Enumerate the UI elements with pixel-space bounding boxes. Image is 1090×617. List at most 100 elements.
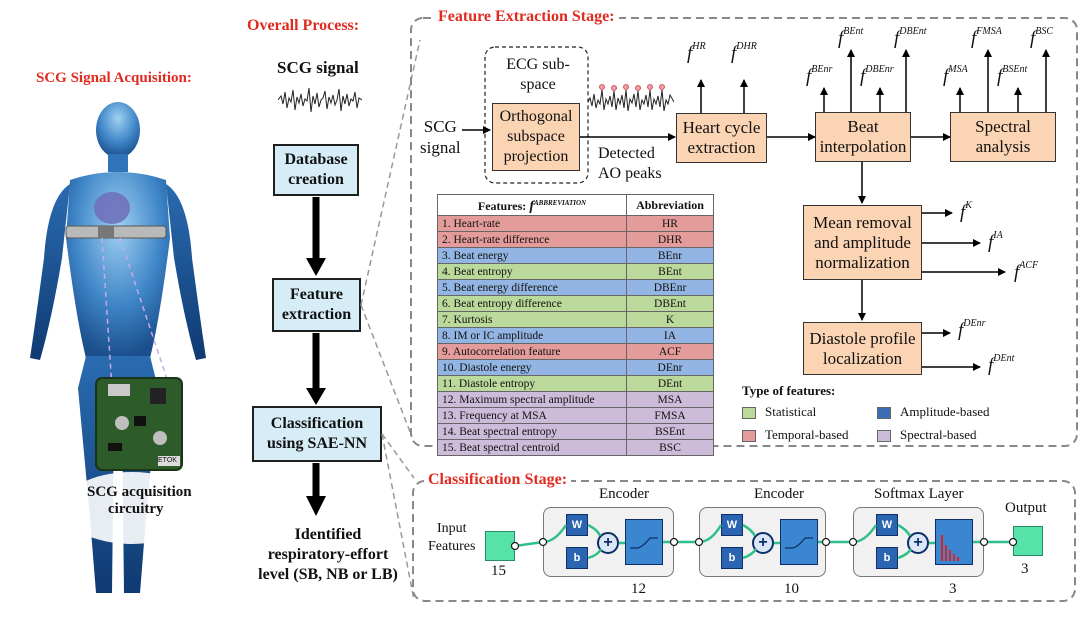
feature-extraction-line2: extraction — [281, 306, 352, 323]
table-cell-feature: 11. Diastole entropy — [437, 375, 627, 392]
table-cell-feature: 2. Heart-rate difference — [437, 231, 627, 248]
table-cell-feature: 10. Diastole energy — [437, 359, 627, 376]
softmax-weights: W — [876, 514, 898, 536]
encoder2-label: Encoder — [754, 486, 804, 502]
ao-peaks-waveform — [588, 84, 674, 112]
beat-interp-line2: interpolation — [819, 137, 907, 156]
feature-label-bsent: fBSEnt — [997, 63, 1028, 87]
table-cell-abbr: K — [626, 311, 714, 328]
process-signal-label: SCG signal — [277, 58, 359, 77]
feature-extraction-line1: Feature — [289, 286, 343, 303]
feature-label-dent: fDEnt — [988, 352, 1015, 376]
legend-swatch-spectral — [877, 430, 891, 442]
legend-label-amplitude: Amplitude-based — [900, 404, 990, 419]
classification-box: Classification using SAE-NN — [252, 406, 382, 462]
result-line1: Identified — [294, 526, 362, 543]
feature-label-denr: fDEnr — [958, 317, 986, 341]
heart-cycle-box: Heart cycle extraction — [676, 113, 767, 163]
osp-line3: projection — [503, 148, 569, 165]
ecg-subspace-line2: space — [520, 76, 556, 93]
table-cell-feature: 8. IM or IC amplitude — [437, 327, 627, 344]
acquisition-title: SCG Signal Acquisition: — [36, 70, 192, 86]
output-label: Output — [1005, 500, 1047, 516]
table-cell-abbr: DBEnr — [626, 279, 714, 296]
input-features-label: Input Features — [428, 520, 475, 556]
table-cell-abbr: BSEnt — [626, 423, 714, 440]
table-header-row: Features: fABBREVIATION Abbreviation — [437, 194, 714, 216]
table-cell-feature: 4. Beat entropy — [437, 263, 627, 280]
softmax-label: Softmax Layer — [874, 486, 964, 502]
encoder1-label: Encoder — [599, 486, 649, 502]
beat-interpolation-box: Beat interpolation — [815, 112, 911, 162]
circuit-label-line2: circuitry — [108, 501, 164, 517]
table-cell-feature: 5. Beat energy difference — [437, 279, 627, 296]
softmax-transfer — [935, 519, 973, 565]
table-cell-feature: 12. Maximum spectral amplitude — [437, 391, 627, 408]
spectral-analysis-box: Spectral analysis — [950, 112, 1056, 162]
diastole-line1: Diastole profile — [809, 328, 916, 348]
table-cell-feature: 9. Autocorrelation feature — [437, 343, 627, 360]
table-cell-feature: 13. Frequency at MSA — [437, 407, 627, 424]
table-cell-abbr: FMSA — [626, 407, 714, 424]
process-signal-waveform — [278, 87, 362, 113]
process-title: Overall Process: — [247, 17, 360, 34]
table-cell-abbr: BSC — [626, 439, 714, 456]
classification-line2: using SAE-NN — [266, 435, 368, 452]
classification-stage-title: Classification Stage: — [424, 471, 572, 489]
scg-input-line2: signal — [420, 138, 461, 157]
encoder2-sum: + — [752, 532, 774, 554]
circuit-label-line1: SCG acquisition — [87, 484, 192, 500]
encoder1-size: 12 — [631, 581, 646, 597]
legend-label-temporal: Temporal-based — [765, 427, 849, 442]
softmax-sum: + — [907, 532, 929, 554]
osp-line2: subspace — [507, 128, 565, 145]
mean-removal-line3: normalization — [815, 252, 910, 272]
table-cell-feature: 14. Beat spectral entropy — [437, 423, 627, 440]
mean-removal-line1: Mean removal — [813, 212, 912, 232]
feature-label-msa: fMSA — [943, 63, 968, 87]
result-line2: respiratory-effort — [267, 546, 389, 563]
database-creation-box: Database creation — [273, 144, 359, 196]
table-cell-feature: 1. Heart-rate — [437, 215, 627, 232]
detected-line1: Detected — [598, 145, 655, 162]
spectral-line2: analysis — [975, 137, 1031, 156]
table-header-abbr: Abbreviation — [626, 194, 714, 216]
legend-swatch-amplitude — [877, 407, 891, 419]
encoder1-bias: b — [566, 547, 588, 569]
table-cell-abbr: BEnr — [626, 247, 714, 264]
output-node — [1013, 526, 1043, 556]
table-cell-abbr: DHR — [626, 231, 714, 248]
table-cell-abbr: IA — [626, 327, 714, 344]
features-table: Features: fABBREVIATION Abbreviation 1. … — [437, 194, 714, 456]
heart-cycle-line2: extraction — [687, 138, 756, 157]
table-cell-abbr: BEnt — [626, 263, 714, 280]
heart-cycle-line1: Heart cycle — [682, 118, 761, 137]
feature-label-bsc: fBSC — [1030, 25, 1054, 49]
input-line2: Features — [428, 539, 476, 554]
beat-interp-line1: Beat — [847, 117, 879, 136]
feature-label-dbent: fDBEnt — [894, 25, 927, 49]
encoder1-weights: W — [566, 514, 588, 536]
detected-peaks-label: Detected AO peaks — [598, 144, 662, 184]
feature-label-dbenr: fDBEnr — [860, 63, 894, 87]
legend-label-statistical: Statistical — [765, 404, 817, 419]
feature-label-dhr: fDHR — [731, 40, 757, 64]
feature-label-bent: fBEnt — [838, 25, 864, 49]
table-header-features: Features: fABBREVIATION — [437, 194, 627, 216]
softmax-size: 3 — [949, 581, 957, 597]
table-cell-abbr: MSA — [626, 391, 714, 408]
